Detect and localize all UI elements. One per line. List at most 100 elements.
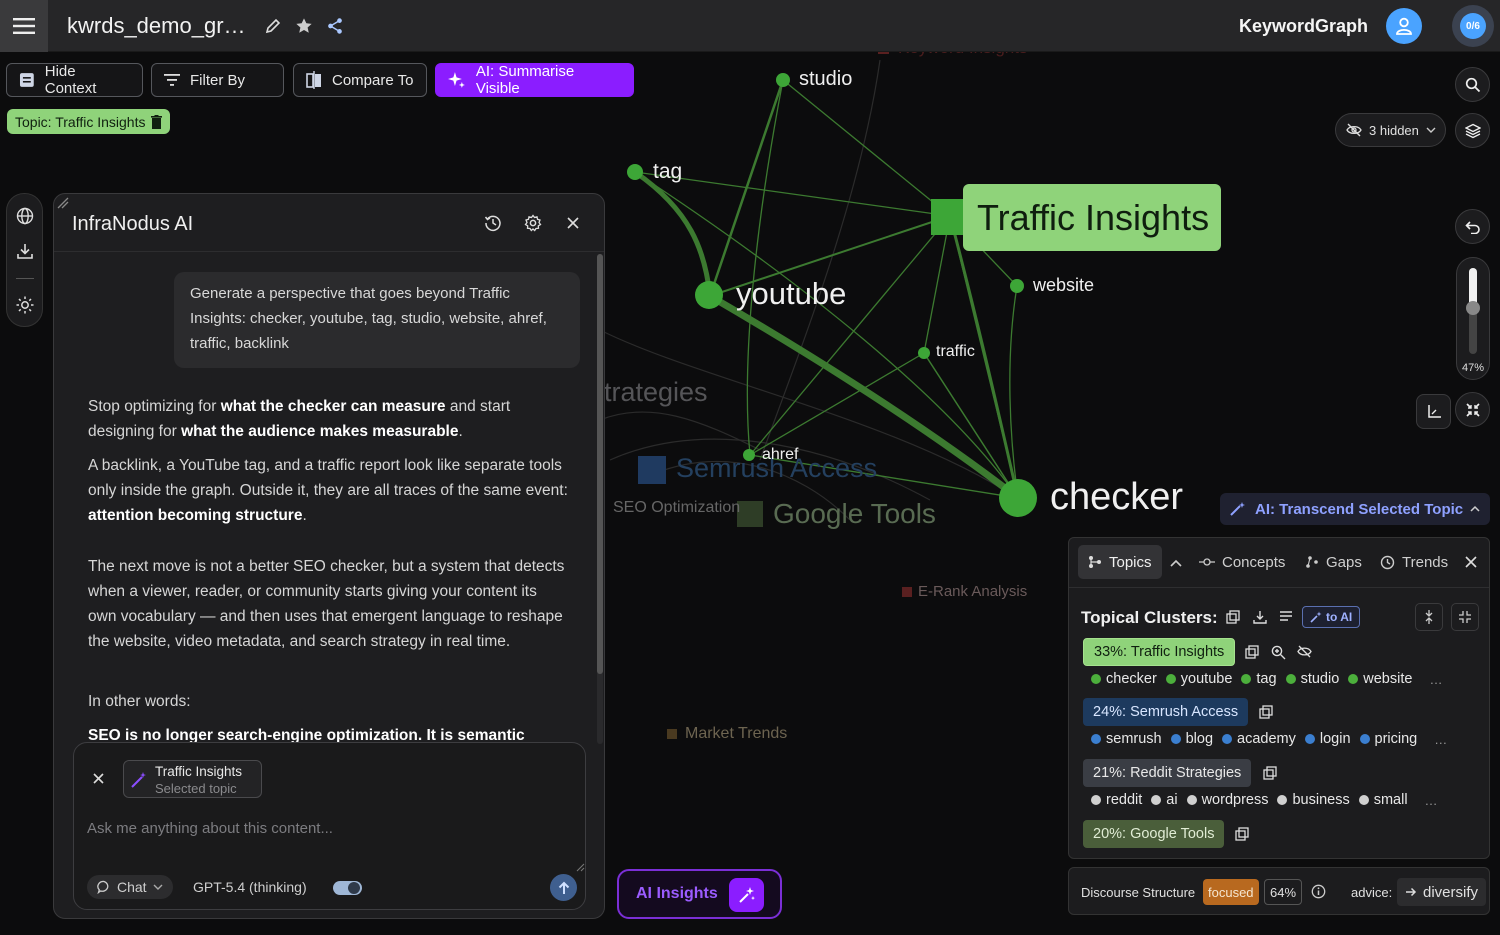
compare-to-button[interactable]: Compare To (293, 63, 427, 97)
rename-button[interactable] (262, 15, 284, 37)
thinking-toggle[interactable] (333, 881, 362, 895)
chevron-up-icon[interactable] (1470, 505, 1480, 513)
resize-handle-icon[interactable] (56, 196, 70, 210)
more-words-2[interactable]: … (1434, 731, 1448, 747)
word-academy[interactable]: academy (1222, 731, 1296, 747)
label-ahref[interactable]: ahref (762, 446, 799, 463)
zoom-handle[interactable] (1466, 301, 1480, 315)
tab-topics[interactable]: Topics (1078, 545, 1162, 579)
ai-insights-button[interactable]: AI Insights (617, 869, 782, 919)
undo-button[interactable] (1455, 209, 1490, 244)
chevron-up-icon[interactable] (1170, 559, 1182, 567)
download-button[interactable] (15, 241, 35, 261)
cluster-chip-4[interactable]: 20%: Google Tools (1083, 820, 1225, 848)
favorite-button[interactable] (293, 15, 315, 37)
copy-icon[interactable] (1245, 645, 1259, 659)
copy-icon[interactable] (1235, 827, 1249, 841)
word-pricing[interactable]: pricing (1359, 731, 1417, 747)
tab-trends[interactable]: Trends (1370, 545, 1458, 579)
close-panel-button[interactable] (563, 213, 583, 233)
label-checker[interactable]: checker (1050, 476, 1184, 518)
close-icon[interactable] (1465, 556, 1477, 568)
textarea-resize-icon[interactable] (576, 863, 585, 872)
word-checker[interactable]: checker (1091, 671, 1157, 687)
axis-view-button[interactable] (1416, 394, 1451, 429)
label-tag[interactable]: tag (653, 160, 683, 183)
fullscreen-button[interactable] (1455, 392, 1490, 427)
node-tag[interactable] (627, 164, 643, 180)
collapse-clusters-button[interactable] (1451, 603, 1479, 631)
cluster-chip-2[interactable]: 24%: Semrush Access (1083, 698, 1249, 726)
copy-icon[interactable] (1263, 766, 1277, 780)
diversify-button[interactable]: diversify (1397, 878, 1487, 906)
zoom-in-icon[interactable] (1271, 645, 1286, 660)
cluster-chip-3[interactable]: 21%: Reddit Strategies (1083, 759, 1252, 787)
context-chip[interactable]: Traffic Insights Selected topic (123, 760, 262, 798)
word-studio[interactable]: studio (1285, 671, 1339, 687)
hide-context-button[interactable]: Hide Context (6, 63, 143, 97)
node-checker[interactable] (999, 479, 1037, 517)
label-youtube[interactable]: youtube (736, 276, 847, 311)
info-icon[interactable] (1311, 884, 1326, 899)
list-icon[interactable] (1279, 610, 1293, 624)
scrollbar-thumb[interactable] (597, 254, 603, 674)
model-selector[interactable]: GPT-5.4 (thinking) (193, 879, 307, 895)
zoom-slider[interactable]: 47% (1456, 257, 1490, 380)
search-button[interactable] (1455, 67, 1490, 102)
copy-icon[interactable] (1259, 705, 1273, 719)
word-login[interactable]: login (1304, 731, 1351, 747)
quota-button[interactable]: 0/6 (1452, 5, 1494, 47)
user-avatar-button[interactable] (1386, 8, 1422, 44)
hamburger-menu-button[interactable] (0, 0, 48, 52)
label-studio[interactable]: studio (799, 68, 853, 90)
cluster-chip-1[interactable]: 33%: Traffic Insights (1083, 638, 1236, 666)
word-reddit[interactable]: reddit (1091, 792, 1142, 808)
language-button[interactable] (15, 206, 35, 226)
label-website[interactable]: website (1033, 275, 1095, 295)
layers-button[interactable] (1455, 113, 1490, 148)
document-title[interactable]: kwrds_demo_gr… (67, 13, 246, 38)
ai-panel-scrollbar[interactable] (597, 254, 603, 744)
topic-filter-chip[interactable]: Topic: Traffic Insights (7, 109, 171, 134)
eye-off-icon[interactable] (1297, 645, 1312, 658)
word-blog[interactable]: blog (1170, 731, 1213, 747)
share-button[interactable] (324, 15, 346, 37)
node-traffic[interactable] (918, 347, 930, 359)
main-node-square[interactable] (931, 199, 967, 235)
node-website[interactable] (1010, 279, 1024, 293)
word-youtube[interactable]: youtube (1165, 671, 1232, 687)
tab-concepts[interactable]: Concepts (1189, 545, 1295, 579)
word-website[interactable]: website (1348, 671, 1412, 687)
ai-summarise-visible-button[interactable]: AI: Summarise Visible (435, 63, 634, 97)
filter-by-button[interactable]: Filter By (151, 63, 284, 97)
chat-mode-select[interactable]: Chat (87, 875, 173, 899)
history-button[interactable] (483, 213, 503, 233)
node-youtube[interactable] (695, 281, 723, 309)
word-small[interactable]: small (1358, 792, 1408, 808)
copy-icon[interactable] (1226, 610, 1240, 624)
word-ai[interactable]: ai (1151, 792, 1178, 808)
more-words-1[interactable]: … (1429, 671, 1443, 687)
word-semrush[interactable]: semrush (1091, 731, 1162, 747)
chat-input[interactable] (87, 817, 567, 839)
word-business[interactable]: business (1277, 792, 1350, 808)
remove-context-icon[interactable] (93, 773, 104, 784)
ai-transcend-topic-button[interactable]: AI: Transcend Selected Topic (1220, 493, 1490, 525)
theme-toggle-button[interactable] (15, 295, 35, 315)
expand-clusters-button[interactable] (1415, 603, 1443, 631)
download-icon[interactable] (1253, 610, 1267, 624)
send-to-ai-button[interactable]: to AI (1302, 606, 1361, 628)
word-wordpress[interactable]: wordpress (1186, 792, 1268, 808)
node-studio[interactable] (776, 73, 790, 87)
word-tag[interactable]: tag (1241, 671, 1277, 687)
main-node-traffic-insights[interactable]: Traffic Insights (963, 184, 1221, 251)
tab-gaps[interactable]: Gaps (1295, 545, 1372, 579)
trash-icon[interactable] (151, 114, 163, 129)
send-button[interactable] (550, 874, 577, 901)
hidden-nodes-dropdown[interactable]: 3 hidden (1335, 113, 1446, 147)
node-ahref[interactable] (743, 449, 755, 461)
settings-button[interactable] (523, 213, 543, 233)
more-words-3[interactable]: … (1424, 792, 1438, 808)
label-traffic[interactable]: traffic (936, 343, 975, 360)
